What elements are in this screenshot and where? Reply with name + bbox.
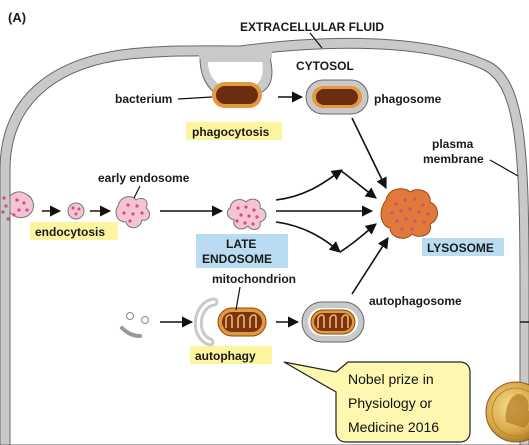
plasma-membrane-label-1: plasma [432, 137, 474, 151]
late-endosome-label-2: ENDOSOME [202, 252, 272, 266]
callout-line-3: Medicine 2016 [348, 419, 439, 435]
endocytic-bud [1, 191, 34, 221]
phagophore-with-mitochondrion [193, 297, 267, 347]
endocytic-vesicle [67, 202, 85, 220]
late-endosome [226, 198, 267, 230]
phagocytosis-label: phagocytosis [192, 125, 270, 139]
phagophore-fragments [120, 312, 149, 338]
lysosome [380, 188, 438, 239]
bacterium-label: bacterium [115, 92, 172, 106]
endocytosis-highlight [30, 222, 118, 240]
autophagosome-label: autophagosome [369, 294, 462, 308]
cytosol-label: CYTOSOL [296, 59, 354, 73]
endocytosis-label: endocytosis [35, 225, 105, 239]
phagosome [305, 79, 369, 115]
autophagy-label: autophagy [195, 349, 256, 363]
plasma-membrane-label-2: membrane [423, 152, 484, 166]
late-endosome-highlight [196, 234, 288, 268]
autophagy-highlight [190, 346, 272, 364]
early-endosome-label: early endosome [98, 171, 190, 185]
late-endosome-label-1: LATE [226, 237, 256, 251]
panel-label: (A) [8, 10, 26, 25]
mitochondrion-label: mitochondrion [212, 272, 296, 286]
lysosome-highlight [422, 238, 504, 256]
lysosome-label: LYSOSOME [427, 241, 494, 255]
nobel-callout [283, 361, 471, 443]
phagocytosis-highlight [186, 122, 282, 140]
phagosome-label: phagosome [374, 92, 442, 106]
autophagosome [301, 301, 365, 343]
bacterium [212, 82, 262, 108]
nobel-medal-icon [485, 381, 529, 443]
callout-line-1: Nobel prize in [348, 371, 434, 387]
extracellular-fluid-label: EXTRACELLULAR FLUID [240, 20, 384, 34]
callout-line-2: Physiology or [348, 395, 432, 411]
early-endosome [115, 196, 150, 229]
